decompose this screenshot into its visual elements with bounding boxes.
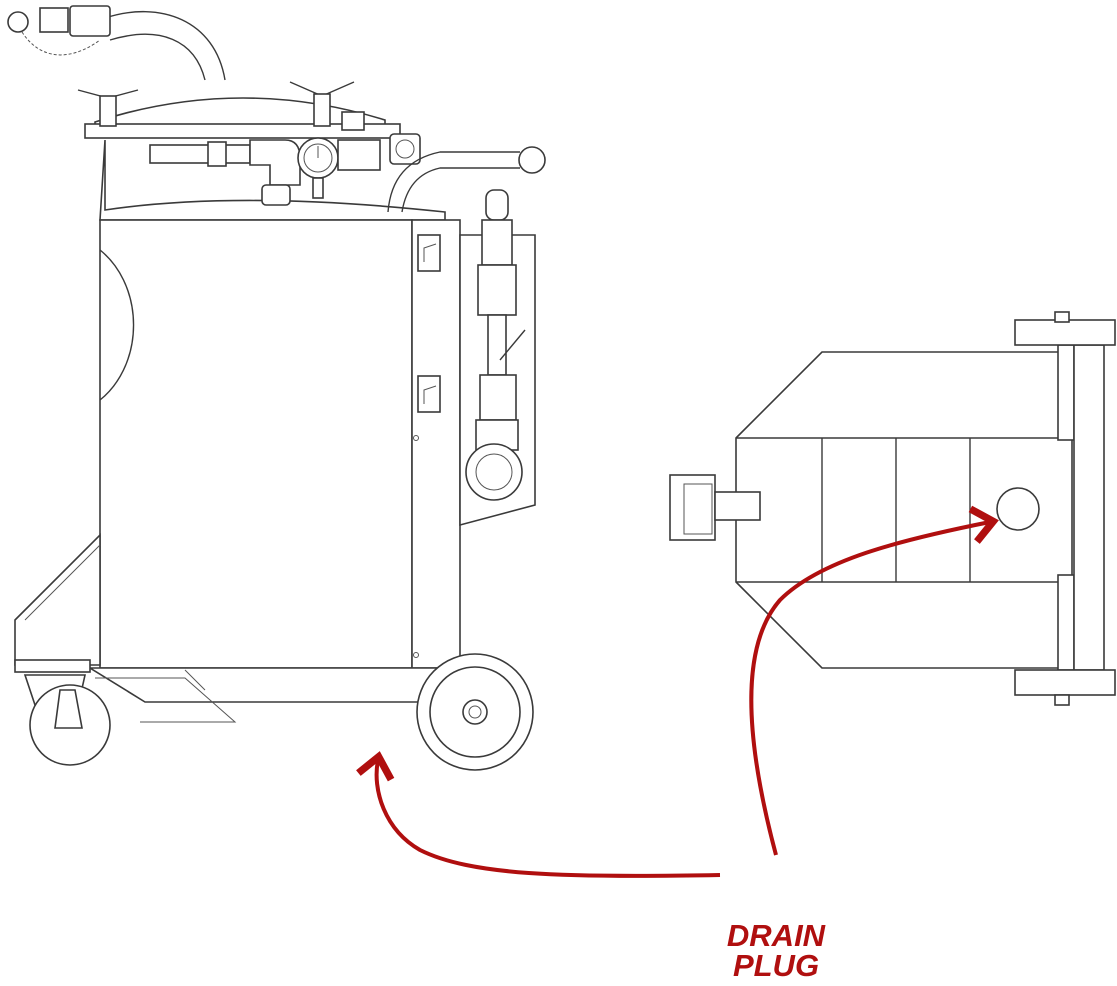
drain-plug [996,487,1040,531]
axle-bracket-bottom [1057,574,1075,671]
front-chute [14,533,101,666]
callout-arrows [356,505,999,878]
hose-coupler [7,5,111,56]
callout-label-line1: DRAIN [727,918,826,953]
arrow-to-side-drain [356,751,721,878]
caster-wheel [14,659,111,766]
wing-nut-right [289,81,355,127]
callout-label-line2: PLUG [733,948,819,983]
base-frame [87,667,446,703]
tank-body [99,219,413,669]
side-view [7,5,546,771]
tank-panel-arc [99,249,135,401]
wing-nut-left [77,89,139,127]
top-hose [104,10,226,81]
arrow-to-bottom-drain [749,505,999,856]
side-frame [411,219,461,669]
rear-wheel [416,653,534,771]
wheel-top [1014,319,1116,346]
warning-label-bottom [417,375,441,413]
sight-port [389,133,421,165]
outlet-valve [149,139,301,206]
lid-clamp-bar [84,123,401,139]
pressure-gauge [297,137,339,199]
chute-mount [669,474,716,541]
relief-valve [341,111,365,131]
vertical-valve-assembly [465,189,526,501]
lid-fitting [337,139,381,171]
warning-label-top [417,234,441,272]
bottom-view [669,311,1116,706]
axle-bracket-top [1057,344,1075,441]
cart-handle [387,151,520,213]
wheel-bottom [1014,669,1116,696]
